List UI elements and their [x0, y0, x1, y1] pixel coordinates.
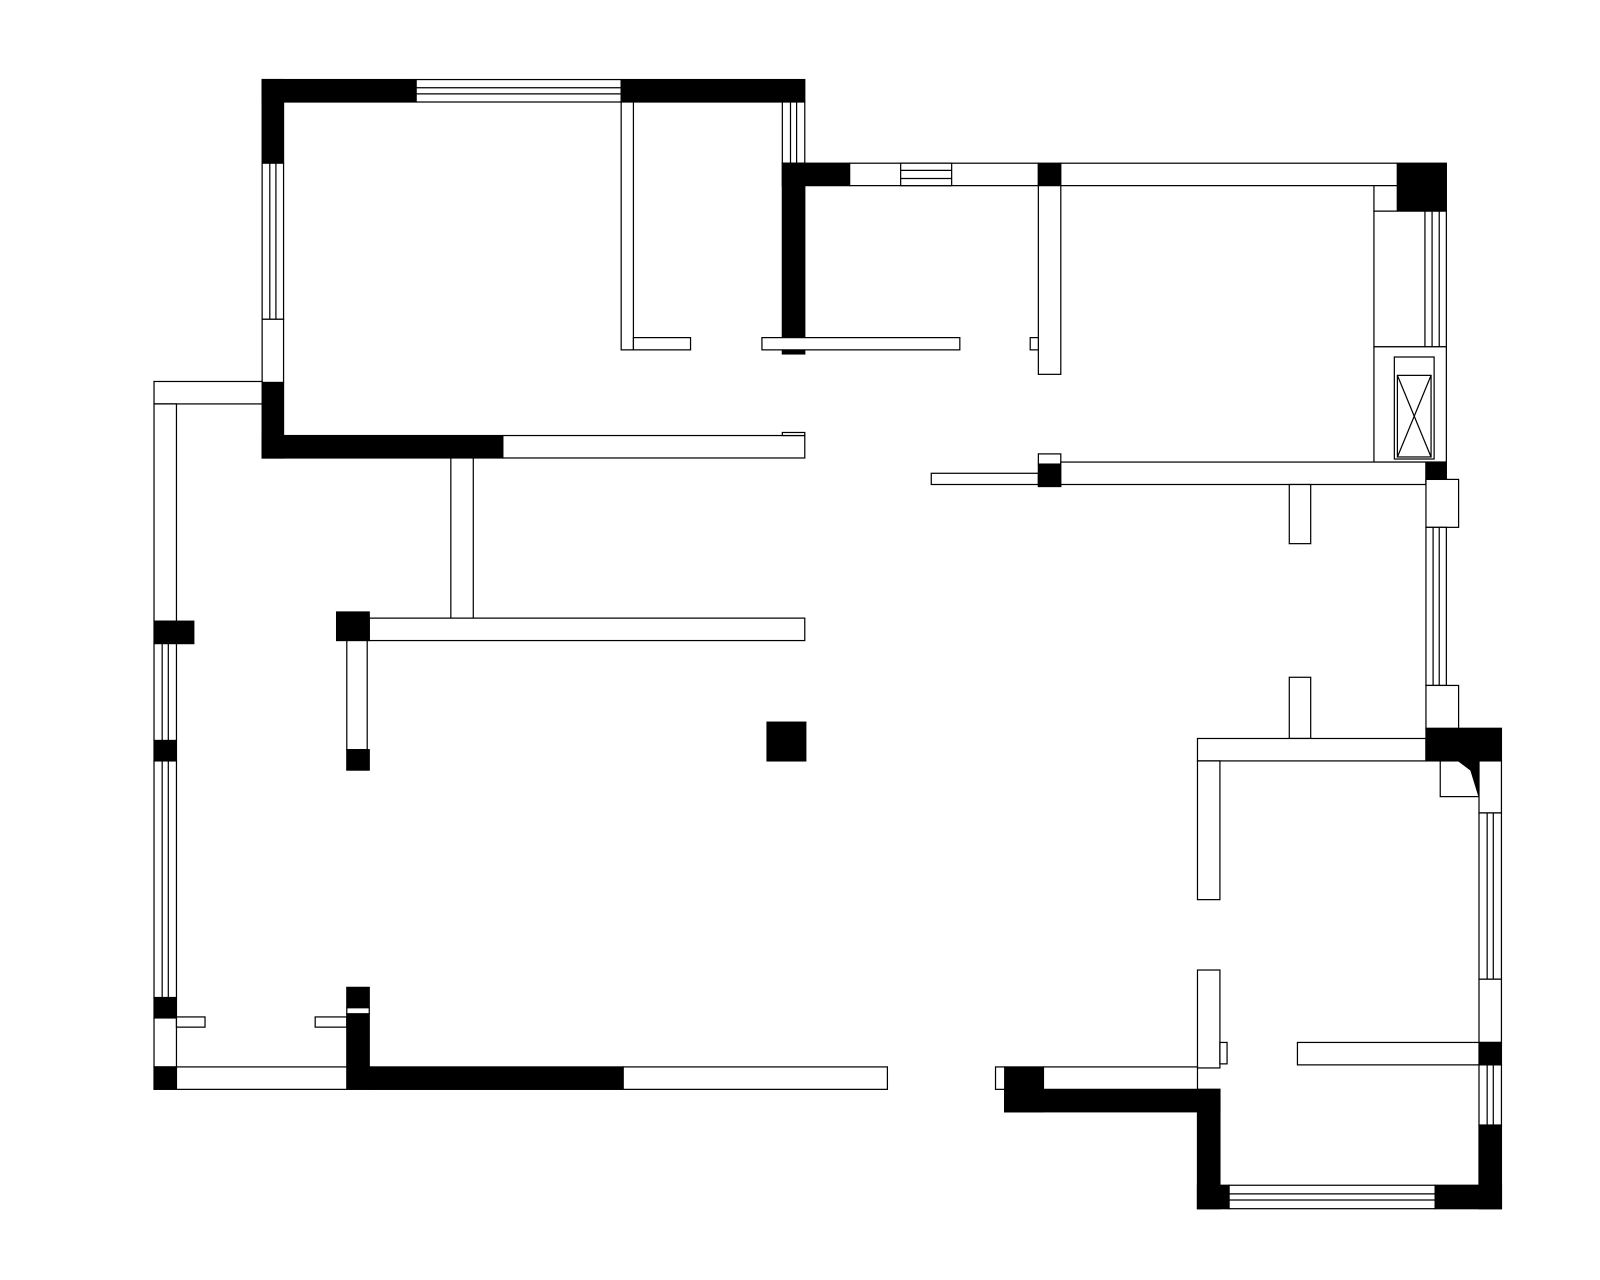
structural-wall [620, 78, 806, 103]
partition-wall [994, 1066, 1006, 1090]
partition-wall [175, 1016, 206, 1028]
partition-wall [620, 101, 635, 351]
partition-wall [153, 380, 263, 405]
partition-wall [1060, 461, 1427, 486]
partition-wall [1288, 483, 1312, 545]
partition-wall [1478, 760, 1503, 814]
partition-wall [1478, 978, 1503, 1044]
window [1478, 812, 1503, 980]
structural-wall [1396, 162, 1447, 212]
partition-wall [502, 434, 806, 459]
partition-wall [1425, 684, 1460, 730]
window [1228, 1184, 1436, 1210]
partition-wall [346, 639, 368, 751]
structural-wall [346, 986, 370, 1009]
structural-wall [153, 1066, 178, 1090]
partition-wall [1042, 1066, 1199, 1090]
structural-wall [261, 78, 417, 103]
structural-wall [335, 611, 370, 642]
partition-wall [1037, 453, 1062, 465]
window [415, 78, 622, 103]
structural-wall [153, 739, 178, 762]
partition-wall [261, 318, 285, 384]
partition-wall [1373, 185, 1399, 212]
structural-wall [1434, 1184, 1503, 1210]
structural-wall [261, 434, 504, 459]
window [261, 162, 285, 320]
partition-wall [1425, 478, 1460, 528]
structural-wall [781, 162, 806, 355]
partition-wall [346, 1007, 370, 1015]
partition-wall [153, 403, 178, 622]
partition-wall [781, 431, 806, 437]
structural-wall [1037, 162, 1062, 187]
structural-wall [1425, 727, 1503, 762]
structural-wall [368, 1066, 624, 1090]
partition-wall [314, 1016, 348, 1028]
structural-column-icon [766, 721, 807, 762]
partition-wall [450, 457, 474, 619]
structural-wall [781, 162, 851, 187]
partition-wall [1296, 1041, 1480, 1066]
partition-wall [1037, 185, 1062, 375]
elevator-cross [1396, 375, 1432, 458]
structural-wall [1478, 1041, 1503, 1066]
partition-wall [1196, 737, 1427, 762]
partition-wall [1196, 969, 1221, 1069]
partition-wall [1060, 162, 1399, 187]
structural-wall [261, 78, 285, 164]
partition-wall [1288, 676, 1312, 740]
structural-wall [1004, 1066, 1045, 1113]
partition-wall [153, 1017, 178, 1068]
structural-wall [1037, 463, 1062, 488]
partition-wall [175, 1066, 348, 1090]
window [153, 643, 178, 742]
partition-wall [930, 472, 1039, 486]
partition-wall [368, 617, 806, 642]
partition-wall [1029, 337, 1039, 351]
partition-wall [622, 1066, 889, 1090]
partition-wall [1373, 210, 1447, 348]
structural-wall [346, 749, 370, 771]
structural-wall [153, 620, 195, 645]
window [781, 101, 806, 164]
window [1478, 1064, 1503, 1126]
partition-wall [632, 337, 692, 351]
structural-wall [153, 996, 178, 1019]
structural-wall [346, 1013, 370, 1090]
partition-wall [1219, 1041, 1228, 1065]
window [153, 760, 178, 999]
window [900, 162, 953, 187]
window [1425, 526, 1447, 687]
partition-wall [761, 337, 961, 351]
partition-wall [1196, 760, 1221, 901]
